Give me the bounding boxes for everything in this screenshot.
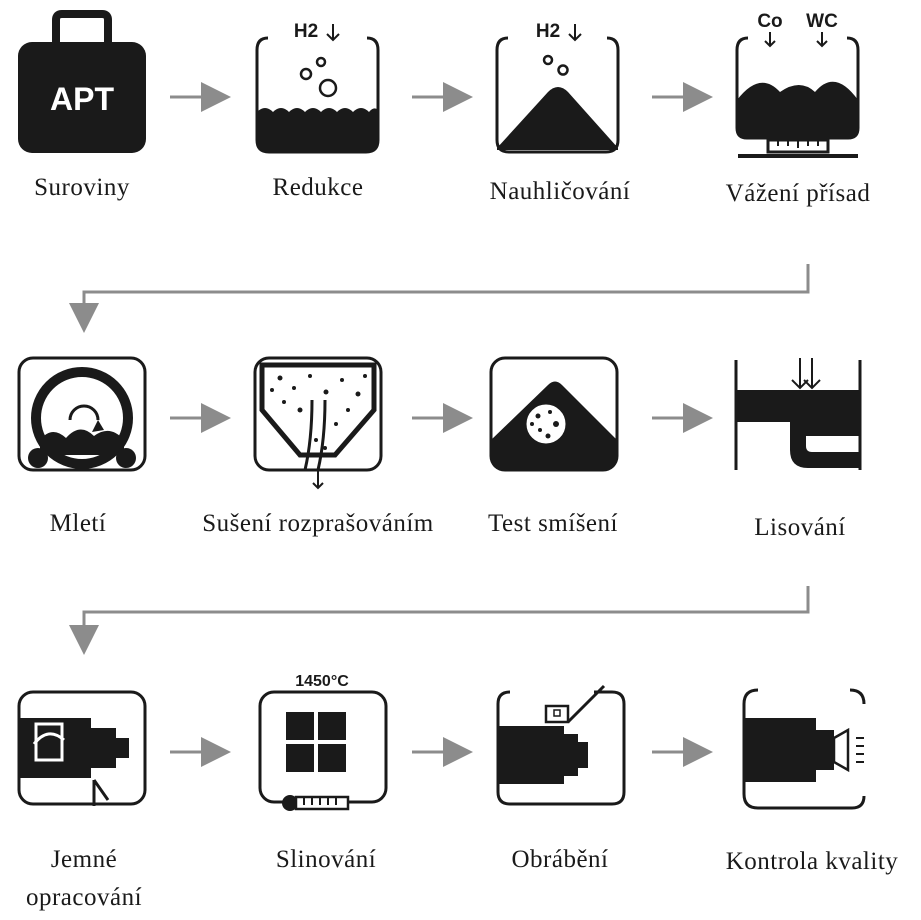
quality-control-icon [742,688,866,810]
pressing-icon [734,358,862,470]
h2-text: H2 [536,21,560,42]
step-label-suroviny: Suroviny [34,174,130,201]
carburization-icon: H2 [495,21,620,154]
mixing-test-icon [489,356,619,472]
step-label-redukce: Redukce [272,174,364,201]
reduction-icon: H2 [255,21,380,154]
spray-drying-icon [253,356,383,490]
step-label-slinovani: Slinování [275,846,377,873]
connector-row1-row2 [69,264,810,333]
apt-bag-icon: APT [18,10,146,153]
step-label-obrabeni: Obrábění [511,846,609,873]
fine-machining-icon [17,690,147,806]
step-label-test-smiseni: Test smíšení [488,510,618,537]
step-label-kontrola-kvality: Kontrola kvality [725,848,899,875]
weighing-icon: Co WC [735,11,860,158]
apt-text: APT [50,81,114,117]
milling-icon [17,356,147,472]
connector-row2-row3 [69,586,810,655]
step-label-mleti: Mletí [49,510,107,537]
sintering-icon: 1450°C [258,673,388,811]
co-text: Co [757,11,782,32]
step-label-suseni: Sušení rozprašováním [202,510,434,537]
machining-icon [496,684,626,806]
step-label-jemne: Jemné [50,846,118,873]
h2-text: H2 [294,21,318,42]
step-label-nauhlicovani: Nauhličování [489,178,631,205]
step-label-vazeni-prisad: Vážení přísad [725,180,871,207]
temperature-text: 1450°C [295,673,349,690]
step-label-opracovani: opracování [25,884,143,911]
wc-text: WC [806,11,838,32]
step-label-lisovani: Lisování [754,514,846,541]
